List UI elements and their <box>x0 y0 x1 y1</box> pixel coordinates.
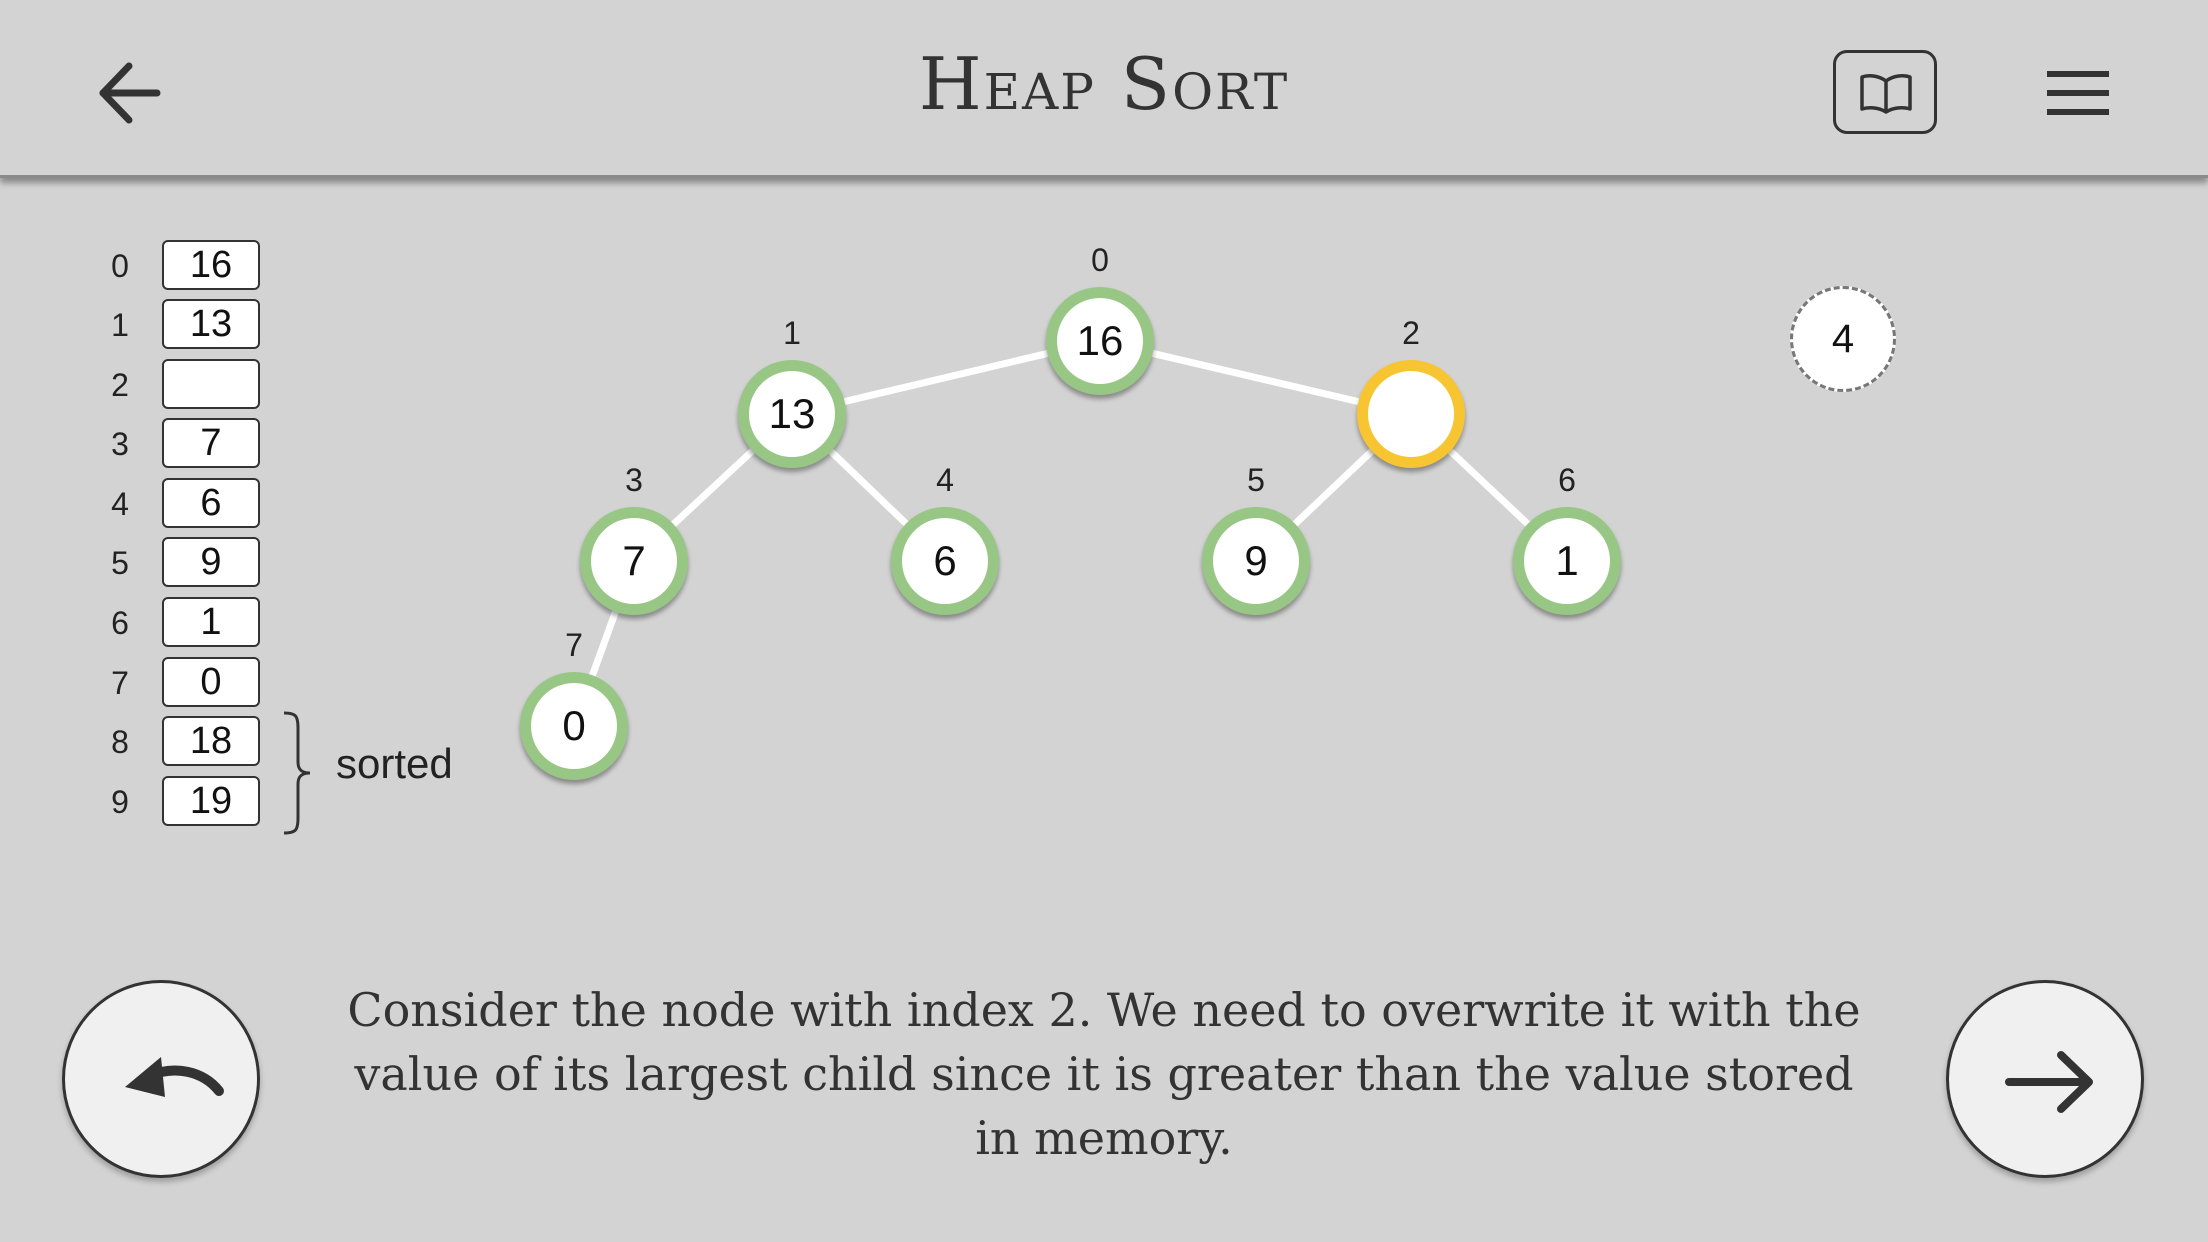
open-book-icon <box>1860 74 1912 114</box>
array-cell: 9 <box>162 537 260 587</box>
node-index-label: 3 <box>625 462 643 498</box>
array-index: 6 <box>111 605 129 641</box>
heap-node[interactable]: 6 <box>891 507 999 615</box>
array-index: 8 <box>111 724 129 760</box>
node-index-label: 1 <box>783 315 801 351</box>
back-button[interactable] <box>95 60 165 126</box>
heap-node-active[interactable] <box>1357 360 1465 468</box>
array-cell: 16 <box>162 240 260 290</box>
array-cell: 0 <box>162 657 260 707</box>
heap-node[interactable]: 7 <box>580 507 688 615</box>
heap-node[interactable]: 9 <box>1202 507 1310 615</box>
node-index-label: 4 <box>936 462 954 498</box>
heap-node[interactable]: 0 <box>520 672 628 780</box>
undo-icon <box>125 1057 224 1097</box>
array-cell: 6 <box>162 478 260 528</box>
heap-node[interactable]: 1 <box>1513 507 1621 615</box>
array-index: 0 <box>111 248 129 284</box>
node-index-label: 2 <box>1402 315 1420 351</box>
array-index: 7 <box>111 665 129 701</box>
step-explanation: Consider the node with index 2. We need … <box>347 983 1861 1165</box>
undo-button[interactable] <box>62 980 260 1178</box>
array-index: 1 <box>111 307 129 343</box>
node-index-label: 0 <box>1091 242 1109 278</box>
next-button[interactable] <box>1946 980 2144 1178</box>
sorted-label: sorted <box>336 740 453 787</box>
array-cell <box>162 359 260 409</box>
node-index-label: 5 <box>1247 462 1265 498</box>
sorted-brace-icon <box>283 711 311 835</box>
page-title: Heap Sort <box>918 42 1290 126</box>
array-index: 9 <box>111 784 129 820</box>
array-index: 3 <box>111 426 129 462</box>
array-cell: 7 <box>162 418 260 468</box>
arrow-left-icon <box>99 62 161 124</box>
app-header: Heap Sort <box>0 0 2208 178</box>
array-index: 4 <box>111 486 129 522</box>
array-cell: 1 <box>162 597 260 647</box>
node-index-label: 6 <box>1558 462 1576 498</box>
array-cell: 13 <box>162 299 260 349</box>
array-index: 5 <box>111 545 129 581</box>
heap-node[interactable]: 16 <box>1046 287 1154 395</box>
heap-node[interactable]: 13 <box>738 360 846 468</box>
menu-button[interactable] <box>2045 68 2111 118</box>
arrow-right-icon <box>2005 1051 2093 1113</box>
hamburger-menu-icon <box>2047 71 2109 115</box>
array-cell: 18 <box>162 716 260 766</box>
memory-node: 4 <box>1790 286 1896 392</box>
array-cell: 19 <box>162 776 260 826</box>
array-index: 2 <box>111 367 129 403</box>
book-button[interactable] <box>1833 50 1937 134</box>
node-index-label: 7 <box>565 627 583 663</box>
